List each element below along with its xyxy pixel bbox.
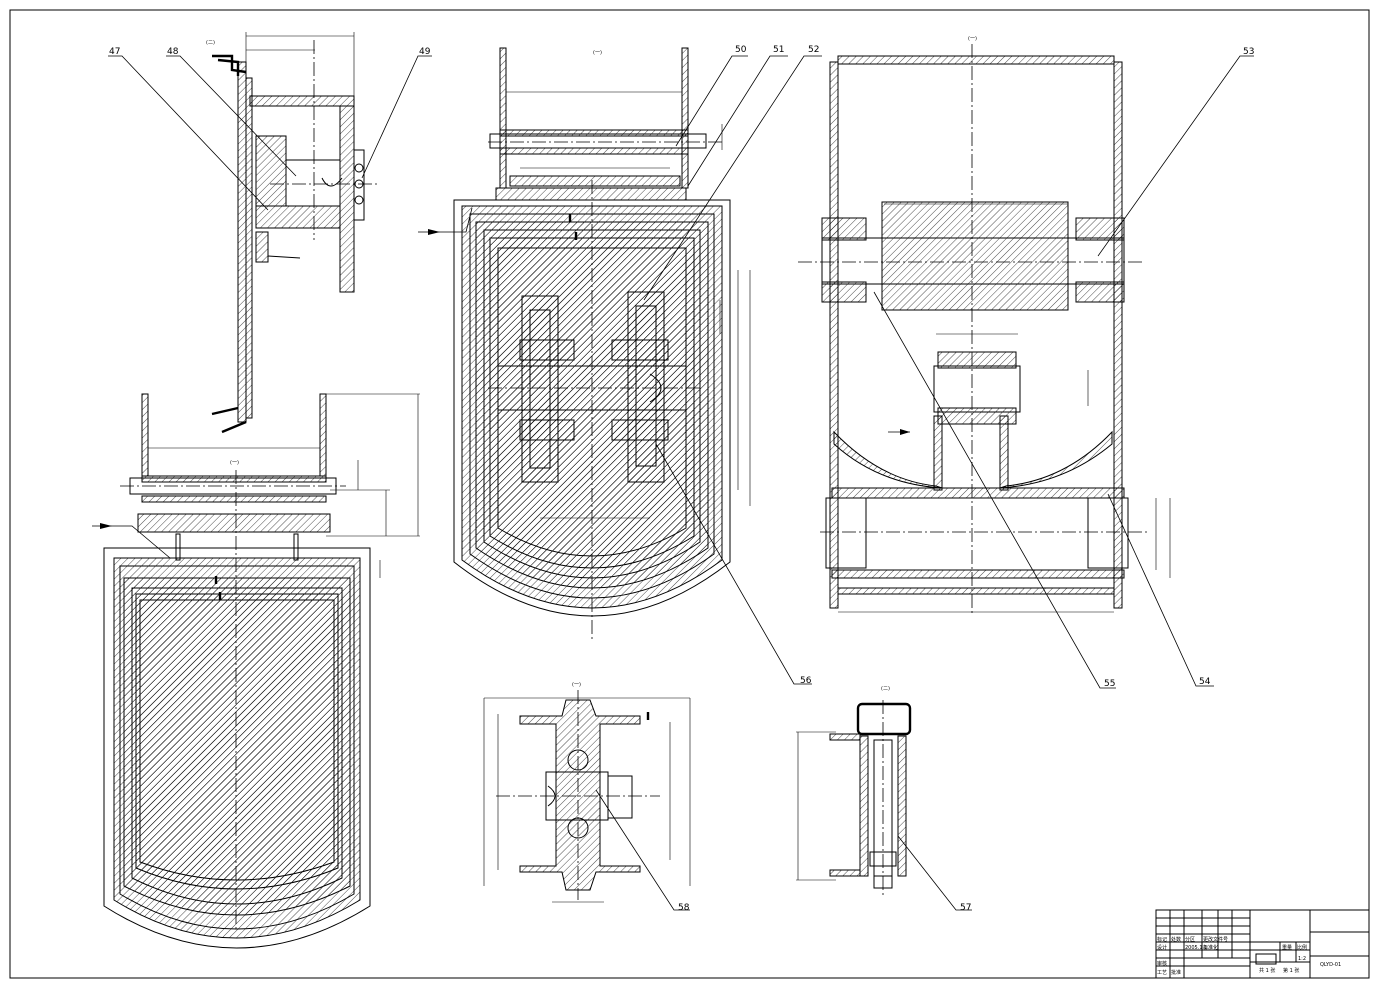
view-mark-3: (一) (593, 50, 602, 56)
tb-review: 审核 (1157, 960, 1167, 967)
tb-change-no: 更改文件号 (1203, 936, 1228, 943)
tb-standard: 标准化 (1203, 944, 1218, 951)
tb-approve: 批准 (1171, 969, 1181, 976)
part-label-49: 49 (419, 47, 431, 57)
tb-count: 处数 (1171, 936, 1181, 943)
view-side-section: (二) (206, 32, 380, 434)
part-label-53: 53 (1243, 47, 1254, 57)
tb-drawing-no: QLYD-01 (1320, 962, 1341, 968)
view-mark-6: (二) (881, 686, 890, 692)
part-label-48: 48 (167, 47, 179, 57)
view-front-left: (一) (92, 393, 420, 949)
tb-design: 设计 (1157, 944, 1167, 951)
view-front-center: (一) (418, 47, 751, 640)
tb-sheets-total: 共 1 张 (1259, 967, 1275, 974)
tb-weight: 重量 (1282, 944, 1292, 951)
part-label-57: 57 (960, 903, 971, 913)
view-sheave-detail: (一) (483, 682, 691, 903)
part-label-55: 55 (1104, 679, 1115, 689)
view-section-right: (一) (798, 36, 1171, 616)
part-label-56: 56 (800, 676, 812, 686)
view-mark-2: (一) (230, 460, 239, 466)
view-mark-5: (一) (572, 682, 581, 688)
tb-sheet-no: 第 1 张 (1283, 967, 1299, 974)
view-bolt-detail: (二) (796, 686, 912, 898)
part-label-47: 47 (109, 47, 120, 57)
part-label-58: 58 (678, 903, 690, 913)
part-label-50: 50 (735, 45, 747, 55)
part-label-52: 52 (808, 45, 819, 55)
part-label-54: 54 (1199, 677, 1211, 687)
tb-date: 2005.1.1 (1185, 945, 1207, 951)
tb-scale: 比例 (1297, 944, 1307, 951)
tb-scale-value: 1:2 (1298, 956, 1306, 962)
tb-process: 工艺 (1157, 970, 1167, 976)
tb-zone: 分区 (1185, 936, 1195, 943)
tb-mark: 标记 (1157, 936, 1167, 943)
title-block: 标记 处数 分区 更改文件号 设计 2005.1.1 标准化 审核 工艺 批准 … (1155, 909, 1370, 979)
view-mark-1: (二) (206, 40, 215, 46)
part-callouts: 47 48 49 50 51 52 53 54 55 56 57 58 (108, 45, 1254, 913)
sheet-border (9, 9, 1370, 979)
part-label-51: 51 (773, 45, 784, 55)
view-mark-4: (一) (968, 36, 977, 42)
